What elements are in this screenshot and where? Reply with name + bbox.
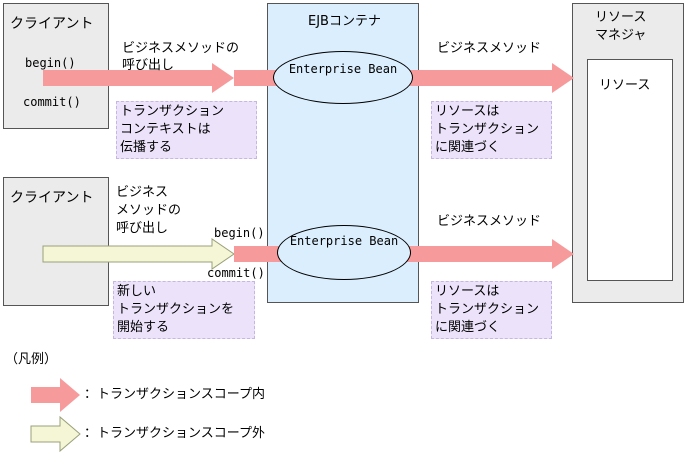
commit-call-bottom: commit() — [207, 266, 265, 280]
client-top-title: クライアント — [10, 16, 94, 32]
ejb-container-title: EJBコンテナ — [308, 14, 381, 29]
legend-title: （凡例） — [5, 352, 58, 367]
top-propagate-note: トランザクション コンテキストは 伝播する — [116, 101, 257, 159]
resource-label: リソース — [599, 78, 651, 93]
enterprise-bean-bottom: Enterprise Bean — [277, 225, 411, 280]
enterprise-bean-bottom-label: Enterprise Bean — [289, 234, 399, 248]
top-call-label-1: ビジネスメソッドの — [122, 41, 240, 56]
arrow-top-in-scope-1 — [43, 63, 234, 93]
legend-arrow-out-scope — [30, 415, 81, 453]
legend-out-scope-label: ：トランザクションスコープ外 — [84, 426, 265, 441]
client-bottom-title: クライアント — [10, 190, 94, 206]
top-resource-note: リソースは トランザクション に関連づく — [431, 101, 552, 159]
top-business-method-label: ビジネスメソッド — [437, 41, 542, 56]
top-call-label-2: 呼び出し — [122, 58, 175, 73]
bottom-call-label: ビジネス メソッドの 呼び出し — [116, 185, 182, 236]
begin-call-bottom: begin() — [214, 226, 265, 240]
legend-in-scope-label: ：トランザクションスコープ内 — [84, 387, 265, 402]
begin-call-top: begin() — [25, 56, 76, 70]
commit-call-top: commit() — [23, 95, 81, 109]
arrow-bottom-out-scope — [42, 238, 235, 270]
resource-manager-title-1: リソース — [595, 10, 647, 25]
client-top: クライアント begin() commit() — [3, 3, 109, 129]
resource-manager: リソース マネジャ リソース — [572, 3, 684, 303]
resource-box: リソース — [587, 59, 673, 281]
resource-manager-title-2: マネジャ — [595, 28, 647, 43]
bottom-business-method-label: ビジネスメソッド — [437, 214, 542, 229]
legend-arrow-in-scope — [31, 378, 80, 412]
client-bottom: クライアント — [3, 177, 109, 306]
bottom-resource-note: リソースは トランザクション に関連づく — [431, 281, 552, 339]
enterprise-bean-top: Enterprise Bean — [273, 51, 413, 104]
enterprise-bean-top-label: Enterprise Bean — [288, 62, 398, 76]
bottom-new-tx-note: 新しい トランザクションを 開始する — [113, 281, 255, 339]
